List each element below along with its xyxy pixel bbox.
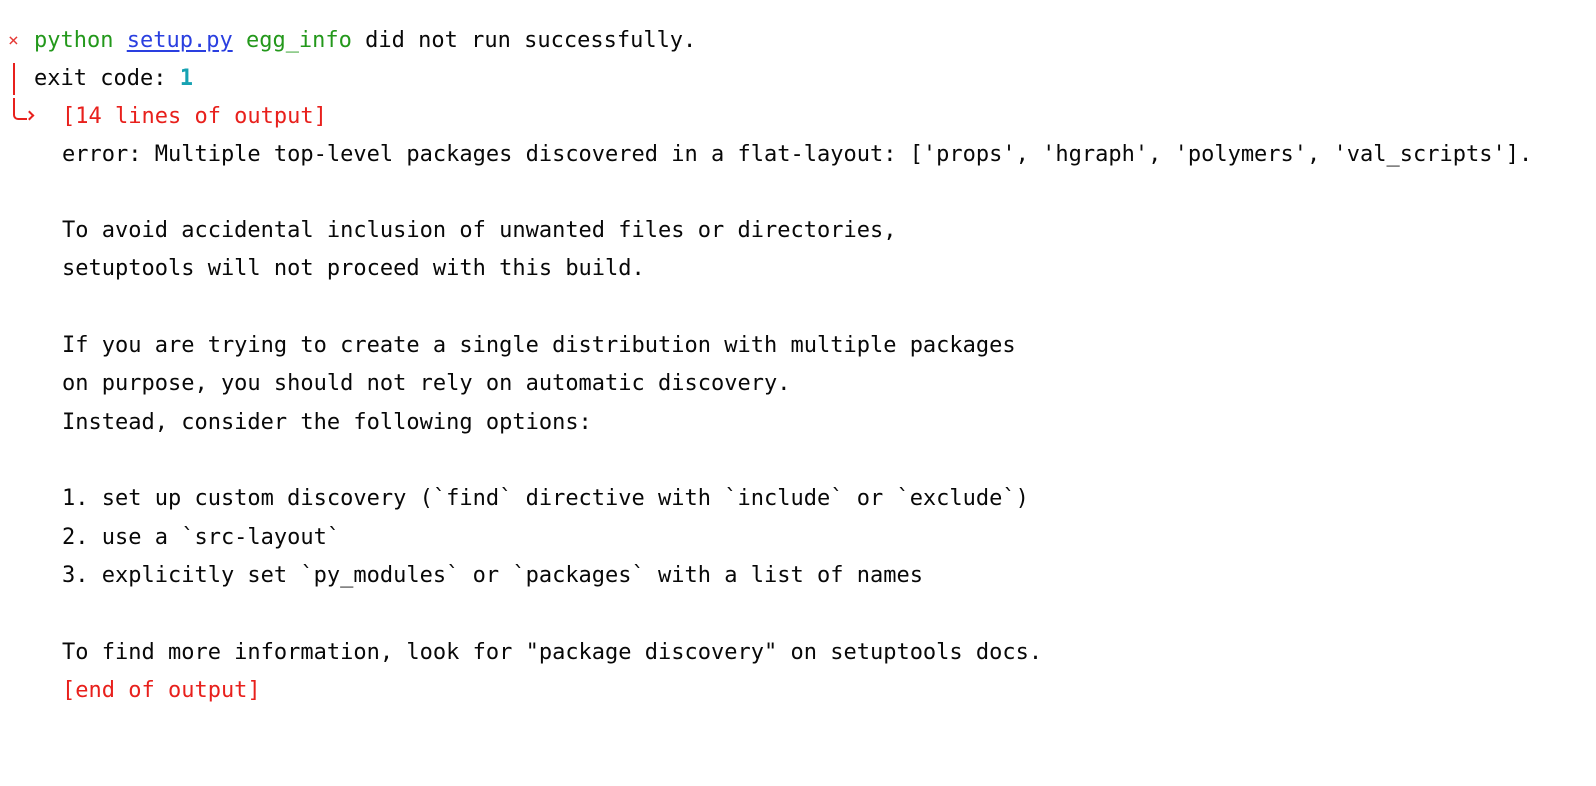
exit-code-value: 1 [179,66,193,91]
exit-code-line: exit code: 1 [0,60,193,98]
end-of-output-line: [end of output] [0,672,261,710]
output-count-line: [14 lines of output] [0,98,327,136]
output-count-text: [14 lines of output] [62,104,327,129]
error-header-line: × python setup.py egg_info did not run s… [0,22,696,60]
command-status-text: did not run successfully. [365,28,697,53]
setup-py-link[interactable]: setup.py [126,28,233,53]
end-of-output-text: [end of output] [62,678,261,703]
error-x-icon: × [8,30,19,51]
command-prefix: python [34,28,114,53]
exit-code-label: exit code: [34,66,167,91]
tree-pipe-icon [13,63,15,95]
terminal-output: × python setup.py egg_info did not run s… [0,22,1532,710]
tree-corner-arrow-icon [13,98,27,120]
command-argument: egg_info [245,28,352,53]
